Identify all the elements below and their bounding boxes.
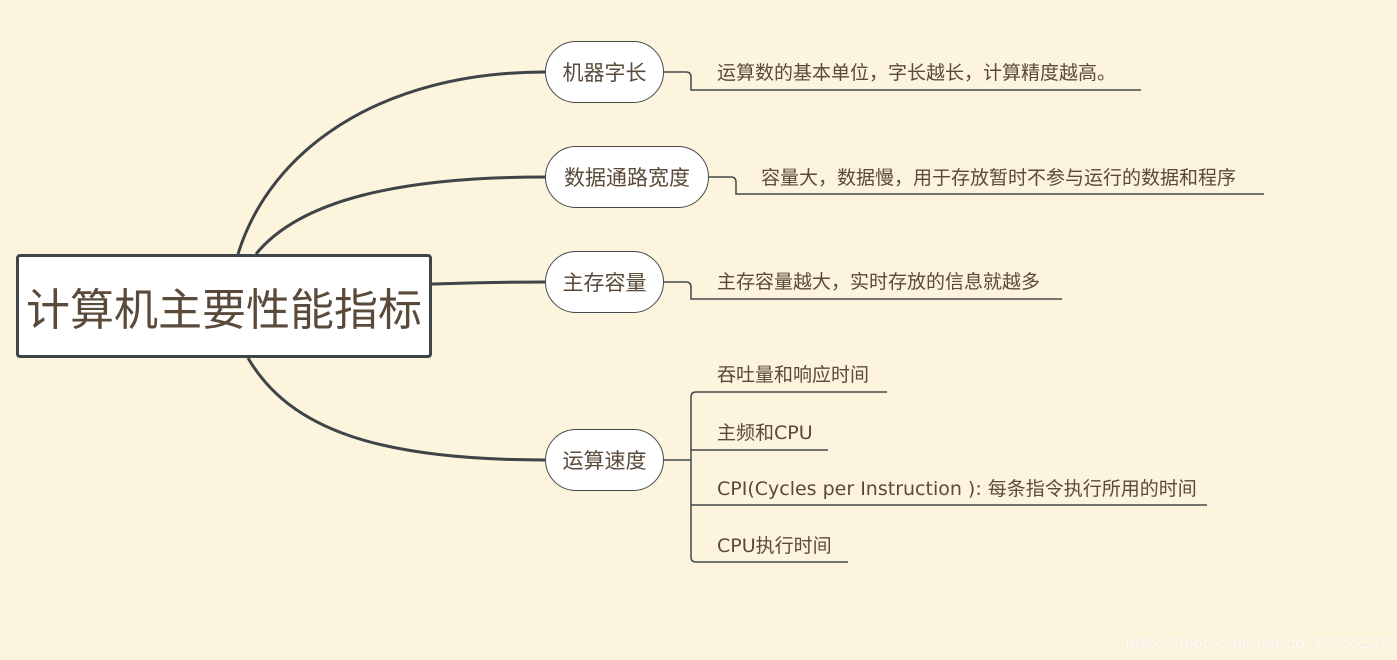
branch-topic-label: 主存容量 bbox=[562, 271, 647, 295]
branch-topic-label: 运算速度 bbox=[562, 449, 647, 473]
branch-topic-speed[interactable]: 运算速度 bbox=[545, 429, 664, 491]
connector-branch-4-leaf-4 bbox=[690, 556, 848, 563]
watermark: https://blog.csdn.net/qq_36255237 bbox=[1125, 634, 1389, 652]
connector-branch-4-leaf-1 bbox=[690, 391, 887, 398]
connector-root-branch-3 bbox=[431, 280, 546, 286]
leaf-topic-datapath-desc[interactable]: 容量大，数据慢，用于存放暂时不参与运行的数据和程序 bbox=[761, 167, 1237, 189]
leaf-topic-clock-cpu[interactable]: 主频和CPU bbox=[717, 422, 813, 444]
branch-topic-main-memory[interactable]: 主存容量 bbox=[545, 251, 664, 313]
connector-root-branch-4 bbox=[246, 357, 546, 462]
branch-topic-word-length[interactable]: 机器字长 bbox=[545, 41, 664, 103]
leaf-topic-word-length-desc[interactable]: 运算数的基本单位，字长越长，计算精度越高。 bbox=[717, 62, 1117, 84]
connector-branch-2-leaf bbox=[709, 176, 1264, 195]
leaf-topic-cpi[interactable]: CPI(Cycles per Instruction ): 每条指令执行所用的时… bbox=[717, 478, 1197, 500]
leaf-topic-throughput[interactable]: 吞吐量和响应时间 bbox=[717, 364, 870, 386]
branch-topic-label: 数据通路宽度 bbox=[564, 166, 690, 190]
branch-topic-label: 机器字长 bbox=[562, 61, 647, 85]
connector-root-branch-1 bbox=[236, 70, 546, 255]
connector-root-branch-2 bbox=[254, 175, 546, 255]
root-topic-label: 计算机主要性能指标 bbox=[26, 285, 422, 336]
connector-branch-1-leaf bbox=[664, 71, 1141, 91]
leaf-topic-main-memory-desc[interactable]: 主存容量越大，实时存放的信息就越多 bbox=[717, 271, 1041, 293]
root-topic[interactable]: 计算机主要性能指标 bbox=[16, 254, 432, 358]
branch-topic-datapath-width[interactable]: 数据通路宽度 bbox=[545, 146, 709, 208]
leaf-topic-cpu-time[interactable]: CPU执行时间 bbox=[717, 535, 832, 557]
connector-branch-3-leaf bbox=[664, 281, 1062, 300]
